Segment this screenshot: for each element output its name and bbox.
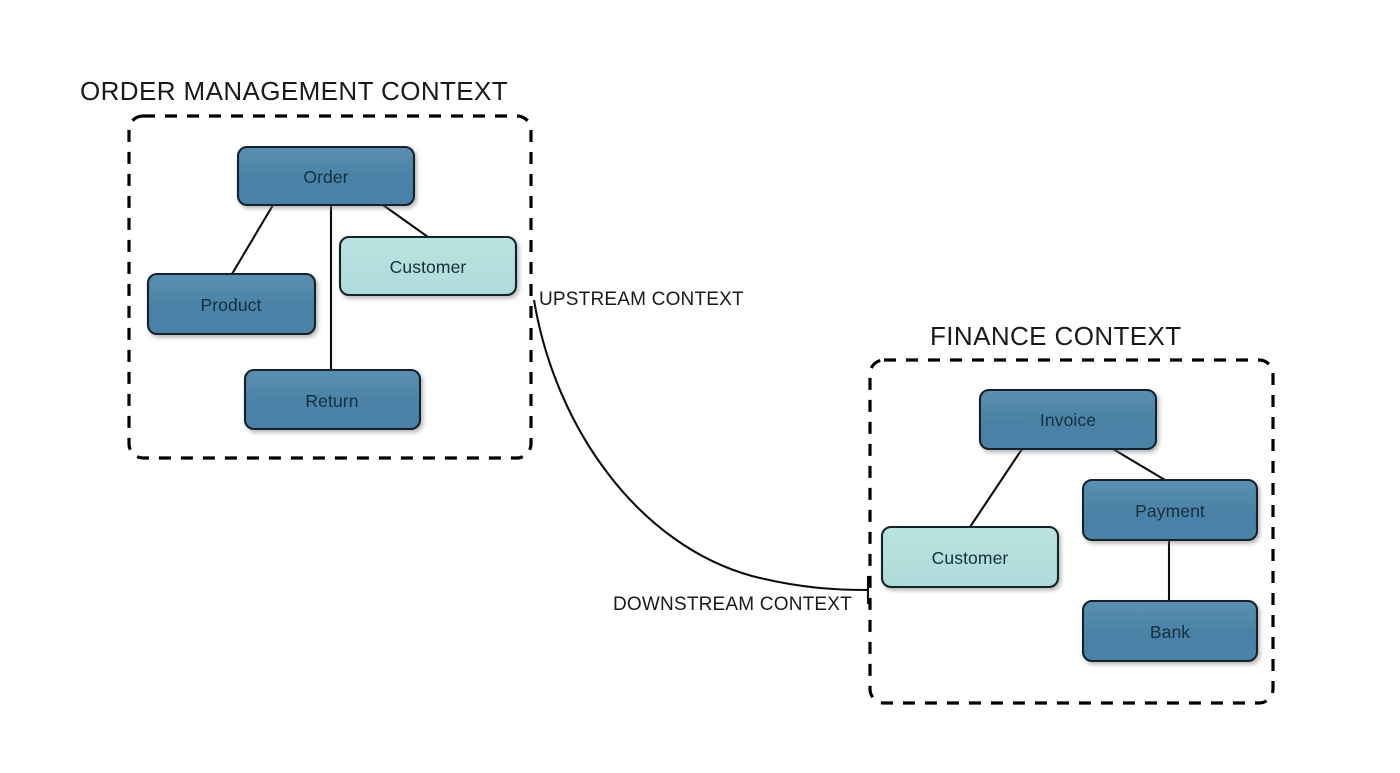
context-title-order-management: ORDER MANAGEMENT CONTEXT xyxy=(80,76,508,106)
node-return-label: Return xyxy=(305,391,358,411)
node-product-label: Product xyxy=(200,295,261,315)
context-order-management: ORDER MANAGEMENT CONTEXT Order Customer … xyxy=(80,76,533,460)
relationship-upstream-downstream: UPSTREAM CONTEXT DOWNSTREAM CONTEXT xyxy=(532,289,870,615)
node-return[interactable]: Return xyxy=(243,368,422,431)
node-order-shape[interactable] xyxy=(236,145,416,207)
node-customer-finance-context[interactable]: Customer xyxy=(880,525,1060,589)
edge-invoice-payment xyxy=(1112,448,1166,481)
connectors-order-management xyxy=(231,204,429,370)
node-payment[interactable]: Payment xyxy=(1081,478,1259,542)
node-invoice-label: Invoice xyxy=(1040,410,1096,430)
context-finance: FINANCE CONTEXT Invoice Payment Customer xyxy=(868,321,1275,705)
context-title-finance: FINANCE CONTEXT xyxy=(930,321,1182,351)
context-frame-finance xyxy=(868,358,1275,705)
edge-invoice-customer xyxy=(969,448,1023,528)
node-order-label: Order xyxy=(303,167,348,187)
edge-order-product xyxy=(231,204,274,275)
node-product[interactable]: Product xyxy=(146,272,317,336)
node-payment-shape[interactable] xyxy=(1081,478,1259,542)
node-customer-order-context[interactable]: Customer xyxy=(338,235,518,297)
node-payment-label: Payment xyxy=(1135,501,1205,521)
node-customer-finance-label: Customer xyxy=(932,548,1009,568)
node-invoice-shape[interactable] xyxy=(978,388,1158,451)
node-bank[interactable]: Bank xyxy=(1081,599,1259,663)
node-return-shape[interactable] xyxy=(243,368,422,431)
node-bank-label: Bank xyxy=(1150,622,1190,642)
node-invoice[interactable]: Invoice xyxy=(978,388,1158,451)
node-bank-shape[interactable] xyxy=(1081,599,1259,663)
relationship-curve xyxy=(532,299,869,592)
node-customer-label: Customer xyxy=(390,257,467,277)
edge-order-customer xyxy=(382,204,429,238)
context-frame-order-management xyxy=(127,114,533,460)
node-customer-shape[interactable] xyxy=(338,235,518,297)
upstream-context-label: UPSTREAM CONTEXT xyxy=(539,289,744,310)
node-customer-finance-shape[interactable] xyxy=(880,525,1060,589)
node-order[interactable]: Order xyxy=(236,145,416,207)
connectors-finance xyxy=(969,448,1171,601)
node-product-shape[interactable] xyxy=(146,272,317,336)
downstream-context-label: DOWNSTREAM CONTEXT xyxy=(613,594,852,615)
